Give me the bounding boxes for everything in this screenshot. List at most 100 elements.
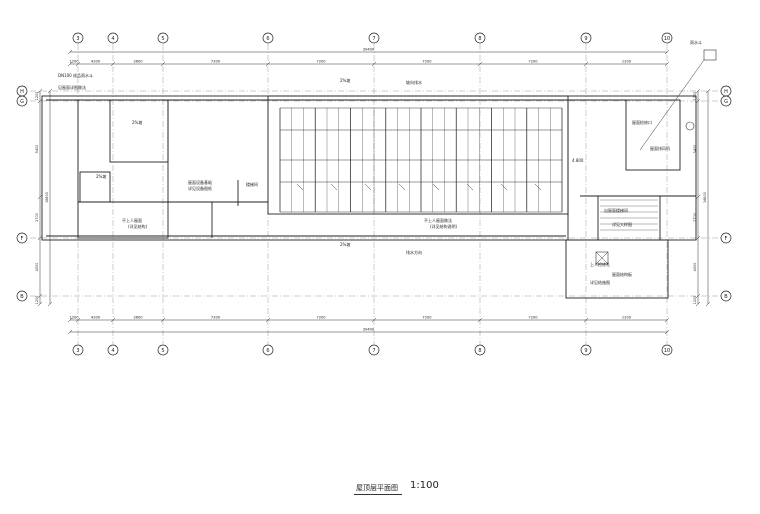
- bottom-segment-dimension-value: 7200: [528, 316, 538, 320]
- right-segment-dimension-value: 2700: [693, 213, 697, 222]
- top-segment-dimension-value: 7200: [211, 60, 221, 64]
- detail-tag-box: [703, 49, 717, 61]
- column-axis-bubble: [72, 344, 84, 356]
- column-axis-bubble: [262, 32, 274, 44]
- top-segment-dimension-value: 7200: [422, 60, 432, 64]
- left-segment-dimension-value: 5400: [35, 145, 39, 154]
- right-segment-dimension-tick: [695, 293, 701, 299]
- bottom-segment-dimension-tick: [67, 317, 73, 323]
- bottom-segment-dimension-value: 7200: [422, 316, 432, 320]
- top-segment-dimension-value: 3600: [133, 60, 143, 64]
- bottom-segment-dimension-value: 1200: [622, 316, 632, 320]
- column-axis-bubble: [580, 344, 592, 356]
- right-segment-dimension-value: 4500: [693, 263, 697, 272]
- title-underline: [354, 494, 402, 495]
- left-total-dimension-tick: [47, 301, 53, 307]
- roof-hatch-cross: [595, 251, 609, 265]
- annotation-slope-2: 2%坡: [340, 241, 350, 247]
- row-axis-bubble: [720, 290, 732, 302]
- top-segment-dimension-value: 7200: [528, 60, 538, 64]
- drawing-scale: 1:100: [410, 480, 439, 491]
- top-segment-dimension-tick: [75, 61, 81, 67]
- leader-line: [639, 59, 705, 151]
- row-axis-bubble: [16, 95, 28, 107]
- column-axis-label: 9: [584, 36, 587, 42]
- column-axis-bubble: [368, 32, 380, 44]
- right-segment-dimension-tick: [695, 194, 701, 200]
- left-segment-dimension-tick: [37, 88, 43, 94]
- left-total-dimension-tick: [47, 88, 53, 94]
- row-axis-label: B: [724, 294, 728, 300]
- column-axis-label: 5: [161, 348, 164, 354]
- left-segment-dimension-tick: [37, 235, 43, 241]
- roof-support-mark: [500, 183, 508, 191]
- column-axis-bubble: [157, 32, 169, 44]
- annotation-water-1: 坡向排水: [406, 79, 422, 85]
- annotation-equip-2: 详见设备图纸: [188, 185, 212, 191]
- row-axis-label: H: [724, 89, 728, 95]
- left-segment-dimension-value: 2700: [35, 213, 39, 222]
- roof-support-mark: [398, 183, 406, 191]
- column-axis-label: 4: [111, 36, 114, 42]
- top-segment-dimension-tick: [477, 61, 483, 67]
- bottom-total-dimension-tick: [664, 329, 670, 335]
- roof-hatch-box: [595, 251, 609, 265]
- column-axis-label: 6: [266, 36, 269, 42]
- right-total-dimension-tick: [705, 301, 711, 307]
- row-axis-bubble: [16, 290, 28, 302]
- column-axis-label: 4: [111, 348, 114, 354]
- annotation-right-top-2: 屋面排风机: [650, 145, 670, 151]
- row-axis-bubble: [720, 95, 732, 107]
- left-segment-dimension-tick: [37, 194, 43, 200]
- top-segment-dimension-tick: [583, 61, 589, 67]
- annotation-right-top: 屋面检修口: [632, 119, 652, 125]
- column-axis-label: 3: [76, 348, 79, 354]
- right-segment-dimension-tick: [695, 235, 701, 241]
- left-stair-box: [109, 99, 169, 163]
- column-axis-label: 10: [664, 36, 670, 42]
- right-segment-dimension-tick: [695, 88, 701, 94]
- drawing-title-block: 屋顶层平面图 1:100: [354, 480, 474, 502]
- column-axis-label: 10: [664, 348, 670, 354]
- column-axis-bubble: [474, 32, 486, 44]
- bottom-segment-dimension-value: 4200: [91, 316, 101, 320]
- row-axis-label: F: [725, 236, 728, 242]
- bottom-total-dimension-total: 39400: [363, 328, 375, 332]
- annotation-right-box: 出屋面楼梯间: [604, 207, 628, 213]
- column-axis-bubble: [72, 32, 84, 44]
- right-segment-dimension-tick: [695, 301, 701, 307]
- roof-support-mark: [432, 183, 440, 191]
- row-axis-label: F: [21, 236, 24, 242]
- column-axis-label: 5: [161, 36, 164, 42]
- left-segment-dimension-value: 4500: [35, 263, 39, 272]
- right-total-dimension-value: 16800: [703, 192, 707, 203]
- annotation-slope-1: 2%坡: [340, 77, 350, 83]
- top-segment-dimension-tick: [371, 61, 377, 67]
- annotation-stair-note: 上人检修孔: [590, 261, 610, 267]
- column-axis-label: 9: [584, 348, 587, 354]
- row-axis-label: B: [20, 294, 24, 300]
- row-axis-label: G: [724, 99, 728, 105]
- right-top-box: [625, 99, 681, 171]
- rain-outlet-symbol: [685, 121, 695, 131]
- bottom-segment-dimension-tick: [583, 317, 589, 323]
- left-segment-dimension-tick: [37, 301, 43, 307]
- bottom-segment-dimension-tick: [75, 317, 81, 323]
- column-axis-label: 7: [372, 36, 375, 42]
- right-lower-block: [565, 239, 669, 299]
- annotation-roof-mid-2: (详见结构说明): [430, 223, 458, 229]
- top-segment-dimension-tick: [110, 61, 116, 67]
- roof-support-mark: [466, 183, 474, 191]
- annotation-top-left: DN100 成品雨水斗: [58, 72, 93, 78]
- annotation-right-bottom: 屋面结构板: [612, 271, 632, 277]
- annotation-right-box-2: 详见大样图: [612, 221, 632, 227]
- bottom-segment-dimension-tick: [110, 317, 116, 323]
- building-outline: [41, 95, 697, 299]
- bottom-segment-dimension-tick: [265, 317, 271, 323]
- right-total-dimension-tick: [705, 88, 711, 94]
- column-axis-label: 6: [266, 348, 269, 354]
- column-axis-bubble: [580, 32, 592, 44]
- roof-panel-grid: [279, 49, 717, 265]
- top-total-dimension-tick: [67, 49, 73, 55]
- top-segment-dimension-value: 1200: [69, 60, 79, 64]
